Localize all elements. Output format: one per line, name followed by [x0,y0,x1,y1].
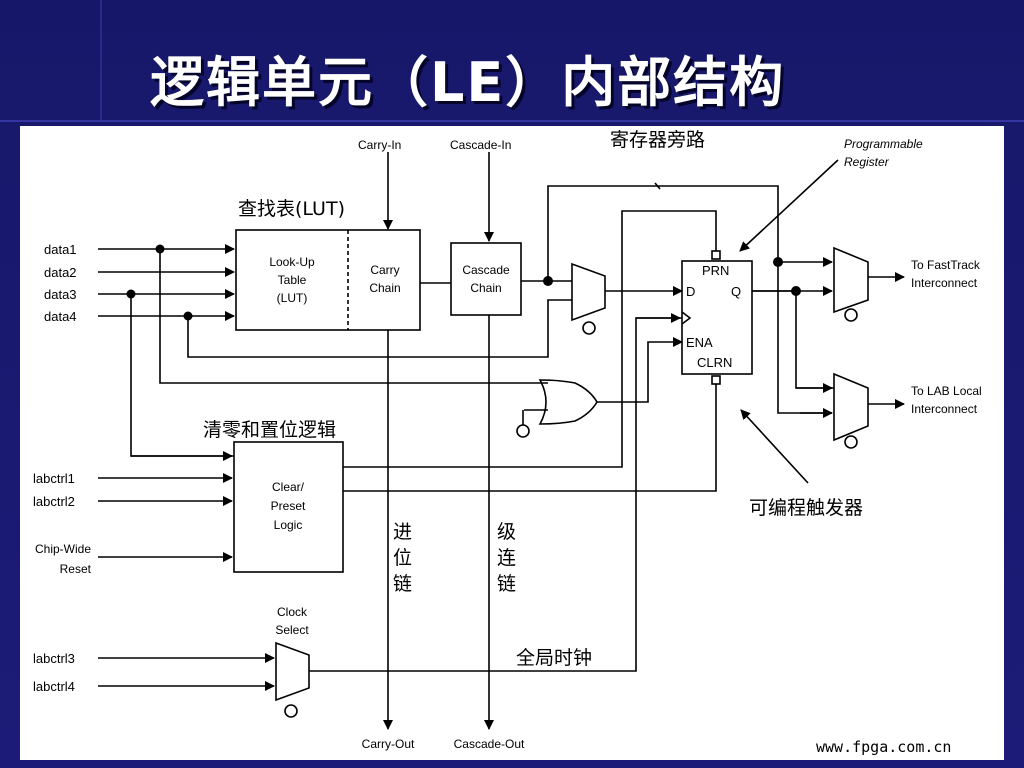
lut-label: Table [278,273,307,287]
or-to-ena-wire [597,337,683,403]
carry-chain-cn-char: 链 [393,573,412,595]
mux-select-bubble [582,321,596,335]
cascade-chain-label: Cascade [462,263,510,277]
chip-reset-label: Reset [60,562,92,576]
decorative-line [100,0,102,120]
clear-preset-label: Preset [271,499,306,513]
register-ena-label: ENA [686,335,713,350]
register-d-label: D [686,284,695,299]
prn-bubble [711,250,721,260]
chip-reset-label: Chip-Wide [35,542,91,556]
prog-trigger-cn-label: 可编程触发器 [749,497,863,519]
fasttrack-mux [833,246,869,314]
lut-label: Look-Up [269,255,315,269]
cascade-chain-cn-char: 级 [497,521,516,543]
carry-chain-cn-char: 位 [393,547,412,569]
clear-preset-box [233,441,344,573]
clock-triangle [681,311,692,325]
or-select-bubble [516,424,530,438]
data4-feedback-wire [187,299,572,358]
cascade-in-label: Cascade-In [450,138,511,152]
ctrl-input-label: labctrl2 [33,494,75,509]
carry-out-label: Carry-Out [362,737,415,751]
clear-preset-label: Clear/ [272,480,305,494]
clear-preset-label: Logic [274,518,303,532]
cascade-chain-cn-char: 链 [497,573,516,595]
cascade-chain-label: Chain [470,281,501,295]
prog-register-label: Programmable [844,137,923,151]
data1-tap-wire [159,249,548,384]
clrn-bubble [711,375,721,385]
prog-trigger-callout [740,409,809,484]
decorative-line [0,120,1024,122]
clock-select-label: Select [275,623,309,637]
carry-chain-label: Carry [370,263,399,277]
fasttrack-label: To FastTrack [911,258,981,272]
prog-register-label: Register [844,155,890,169]
clk-input-label: labctrl3 [33,651,75,666]
register-q-label: Q [731,284,741,299]
slide-title: 逻辑单元（LE）内部结构 [150,51,786,114]
input-label: data2 [44,265,77,280]
local-mux [833,372,869,442]
bypass-cn-label: 寄存器旁路 [610,129,705,151]
local-select-bubble [844,435,858,449]
register-prn-label: PRN [702,263,729,278]
input-label: data4 [44,309,77,324]
q-to-local-wire [752,290,834,389]
input-label: data1 [44,242,77,257]
global-clock-cn-label: 全局时钟 [516,647,592,669]
carry-chain-cn-char: 进 [393,521,412,543]
ctrl-input-label: labctrl1 [33,471,75,486]
clock-select-mux [275,641,310,702]
lab-local-label: To LAB Local [911,384,982,398]
lut-box [235,229,421,331]
prog-register-callout [739,159,839,252]
preset-to-prn-wire [343,210,717,468]
bypass-to-local-wire [777,262,832,414]
carry-chain-label: Chain [369,281,400,295]
lut-cn-label: 查找表(LUT) [238,198,345,220]
register-bypass-wire [547,185,779,281]
watermark-text: www.fpga.com.cn [816,738,951,756]
lab-local-label: Interconnect [911,402,978,416]
fasttrack-label: Interconnect [911,276,978,290]
clear-logic-cn-label: 清零和置位逻辑 [203,419,336,441]
clear-to-clrn-wire [343,384,717,492]
carry-in-label: Carry-In [358,138,401,152]
input-label: data3 [44,287,77,302]
register-clrn-label: CLRN [697,355,732,370]
clock-select-label: Clock [277,605,308,619]
fasttrack-select-bubble [844,308,858,322]
ena-or-gate [538,379,598,425]
lut-label: (LUT) [277,291,308,305]
global-clock-wire [309,317,682,672]
bypass-tick [654,182,661,190]
clock-select-bubble [284,704,298,718]
cascade-chain-cn-char: 连 [497,547,516,569]
cascade-chain-box [450,242,522,316]
diagram-panel [20,126,1004,760]
d-input-mux [571,262,606,322]
cascade-out-label: Cascade-Out [454,737,525,751]
clk-input-label: labctrl4 [33,679,75,694]
